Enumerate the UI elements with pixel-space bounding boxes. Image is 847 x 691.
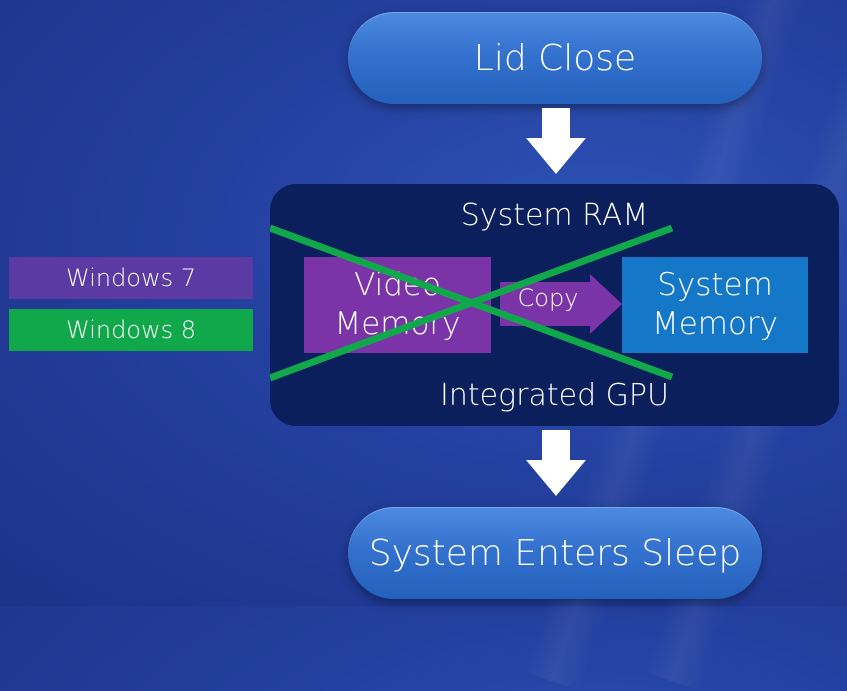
system-ram-label: System RAM	[460, 198, 649, 233]
legend-windows-7: Windows 7	[9, 257, 253, 299]
system-enters-sleep-step: System Enters Sleep	[348, 507, 762, 599]
system-memory-label: System Memory	[651, 267, 779, 342]
system-ram-box: System RAM Video Memory Copy System Memo…	[270, 184, 839, 426]
video-memory-box: Video Memory	[304, 257, 491, 353]
video-memory-label: Video Memory	[334, 267, 461, 342]
down-arrow-icon	[526, 430, 586, 496]
legend-windows-8: Windows 8	[9, 309, 253, 351]
lid-close-label: Lid Close	[473, 37, 637, 79]
integrated-gpu-label: Integrated GPU	[440, 378, 669, 413]
down-arrow-icon	[526, 108, 586, 174]
lid-close-step: Lid Close	[348, 12, 762, 104]
legend-windows-8-label: Windows 8	[65, 316, 197, 344]
system-memory-box: System Memory	[622, 257, 808, 353]
legend-windows-7-label: Windows 7	[65, 264, 197, 292]
copy-label: Copy	[517, 284, 579, 312]
system-enters-sleep-label: System Enters Sleep	[368, 532, 742, 574]
